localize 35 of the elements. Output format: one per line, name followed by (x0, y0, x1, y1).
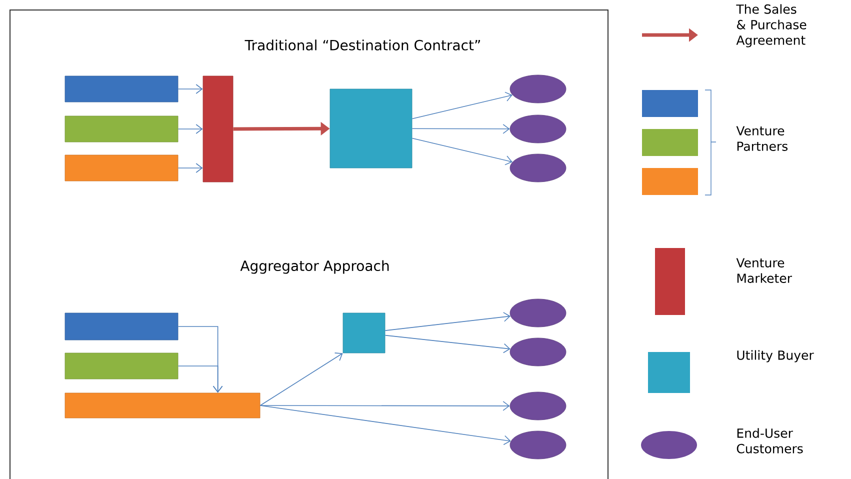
legend-text: End-User Customers (736, 428, 803, 454)
legend-text: The Sales & Purchase Agreement (736, 4, 806, 48)
arrow (178, 84, 203, 94)
arrow (260, 405, 511, 446)
oval-shape (510, 338, 566, 366)
arrow (178, 366, 223, 393)
oval-shape (510, 74, 566, 104)
legend-text: Venture Partners (736, 126, 788, 151)
section-title: Aggregator Approach (240, 260, 389, 274)
arrow (260, 352, 343, 406)
square-box (342, 312, 386, 354)
legend-text: Venture Marketer (736, 258, 792, 283)
oval-shape (510, 154, 566, 182)
arrow (384, 334, 510, 354)
legend-text: Utility Buyer (737, 350, 814, 362)
bar-shape (64, 352, 178, 380)
arrow (178, 124, 203, 134)
arrow (412, 138, 512, 166)
section-title: Traditional “Destination Contract” (244, 40, 480, 50)
bar-shape (64, 116, 178, 142)
bar-shape (64, 76, 178, 102)
bar-shape (64, 154, 178, 182)
oval-shape (510, 298, 566, 328)
bar-shape (64, 312, 178, 340)
oval-shape (510, 114, 566, 144)
bar-shape (202, 76, 234, 182)
arrow (412, 92, 512, 120)
oval-shape (510, 392, 566, 420)
arrow (412, 124, 510, 134)
oval-shape (510, 430, 566, 460)
square-box (330, 88, 412, 168)
arrow (260, 401, 510, 411)
arrow (178, 163, 203, 173)
bar-shape (64, 392, 260, 418)
arrow (384, 312, 511, 331)
